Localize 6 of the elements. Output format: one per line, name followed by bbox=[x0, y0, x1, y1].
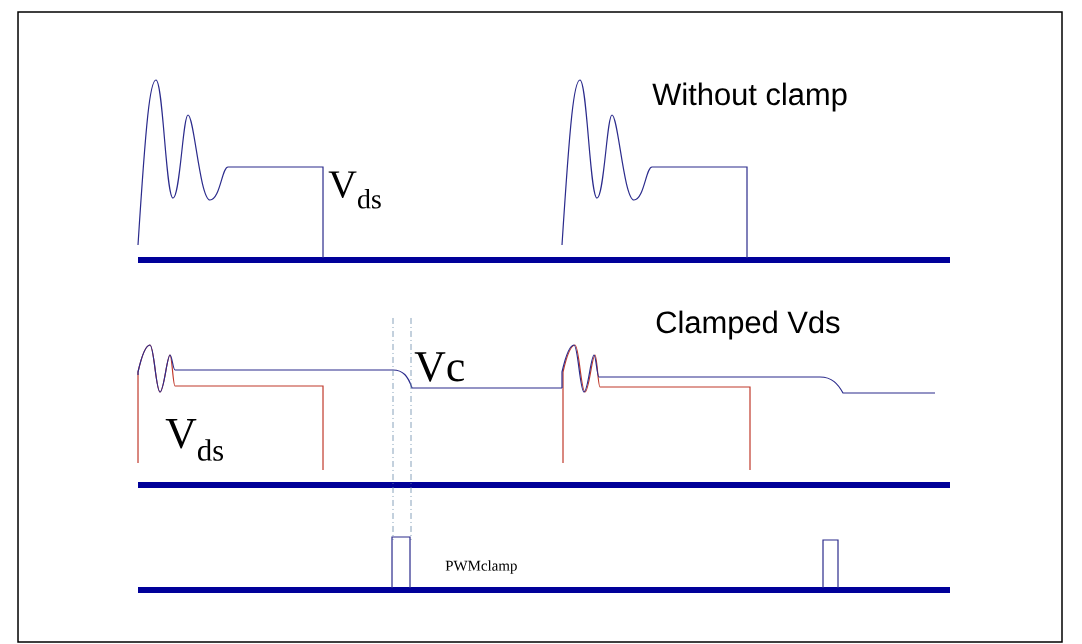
waveform-label: V$_{ds}$ bbox=[328, 171, 381, 209]
waveform-label: Clamped Vds bbox=[656, 310, 840, 340]
waveform-label: PWMclamp bbox=[445, 560, 517, 574]
waveform-label: Vc bbox=[414, 352, 464, 382]
waveform-label: V$_{ds}$ bbox=[165, 419, 224, 461]
waveform-label: Without clamp bbox=[652, 82, 847, 112]
